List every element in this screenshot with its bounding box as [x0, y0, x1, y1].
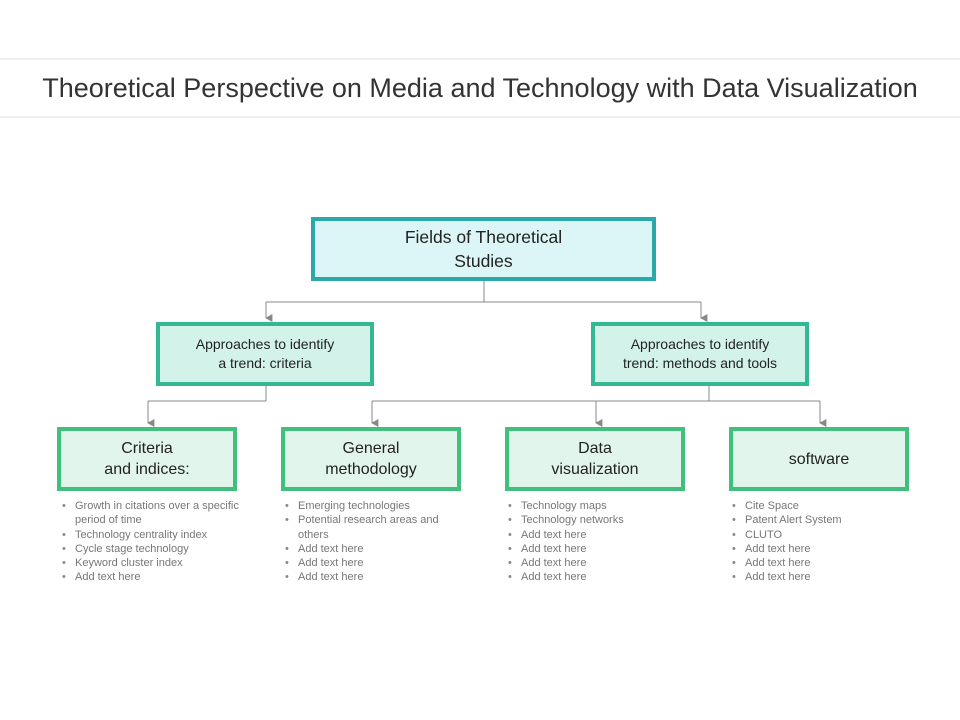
root-node-label: Fields of Theoretical Studies	[404, 227, 563, 271]
list-item: Add text here	[732, 542, 913, 557]
category-node-data-visualization: Data visualization	[505, 427, 685, 491]
category-node-label: software	[788, 450, 850, 468]
category-node-label: Data visualization	[551, 440, 639, 478]
category-node-general-methodology: General methodology	[281, 427, 461, 491]
approach-node-label: Approaches to identify trend: methods an…	[622, 336, 778, 371]
root-node-fields-of-theoretical-studies: Fields of Theoretical Studies	[311, 217, 656, 281]
list-item: CLUTO	[732, 528, 913, 543]
list-item: Add text here	[508, 570, 689, 585]
list-item: Technology maps	[508, 499, 689, 514]
list-item: Add text here	[285, 542, 466, 557]
list-item: Technology networks	[508, 513, 689, 528]
bullet-list-software: Cite Space Patent Alert System CLUTO Add…	[731, 499, 913, 585]
list-item: Patent Alert System	[732, 513, 913, 528]
list-item: Cite Space	[732, 499, 913, 514]
bullet-list-criteria-and-indices: Growth in citations over a specific peri…	[61, 499, 243, 585]
list-item: Add text here	[508, 542, 689, 557]
title-band: Theoretical Perspective on Media and Tec…	[0, 58, 960, 118]
list-item: Add text here	[508, 556, 689, 571]
bullet-list-data-visualization: Technology maps Technology networks Add …	[507, 499, 689, 585]
list-item: Keyword cluster index	[62, 556, 243, 571]
list-item: Add text here	[285, 556, 466, 571]
approach-node-label: Approaches to identify a trend: criteria	[195, 336, 335, 371]
category-node-label: General methodology	[325, 440, 417, 478]
approach-node-methods-and-tools: Approaches to identify trend: methods an…	[591, 322, 809, 386]
list-item: Add text here	[285, 570, 466, 585]
category-node-software: software	[729, 427, 909, 491]
bullet-list-general-methodology: Emerging technologies Potential research…	[284, 499, 466, 585]
list-item: Potential research areas and others	[285, 513, 466, 542]
list-item: Growth in citations over a specific peri…	[62, 499, 243, 528]
list-item: Add text here	[732, 556, 913, 571]
category-node-label: Criteria and indices:	[104, 440, 190, 478]
list-item: Emerging technologies	[285, 499, 466, 514]
approach-node-criteria: Approaches to identify a trend: criteria	[156, 322, 374, 386]
list-item: Add text here	[732, 570, 913, 585]
list-item: Add text here	[62, 570, 243, 585]
category-node-criteria-and-indices: Criteria and indices:	[57, 427, 237, 491]
list-item: Cycle stage technology	[62, 542, 243, 557]
list-item: Add text here	[508, 528, 689, 543]
list-item: Technology centrality index	[62, 528, 243, 543]
page-title: Theoretical Perspective on Media and Tec…	[42, 72, 918, 103]
